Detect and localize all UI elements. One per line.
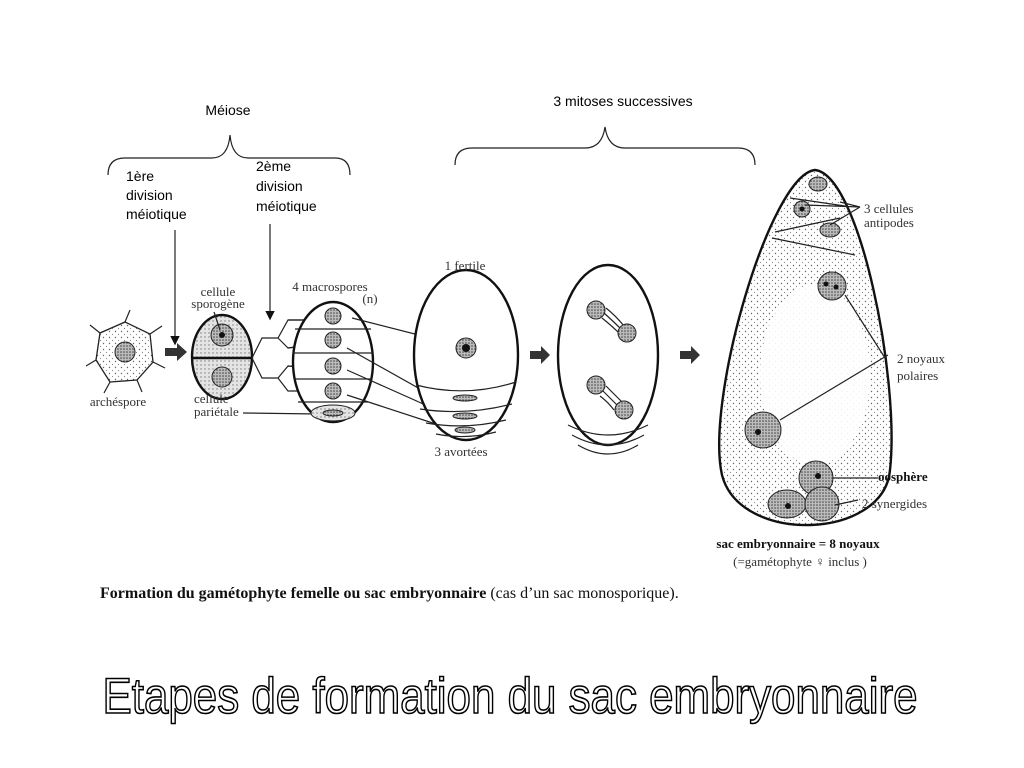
polaires-label: 2 noyaux [897,351,946,366]
embryo-sac [718,168,893,527]
mother-cell [190,313,254,401]
fertile-macrospore-cell [412,268,520,442]
cellule-parietale-label: cellule [194,391,229,406]
archespore-cell [85,309,166,394]
svg-text:sporogène: sporogène [191,296,245,311]
mitosis-cell [556,263,660,455]
gametophyte-label: (=gamétophyte ♀ inclus ) [733,554,867,569]
meiose-brace [107,134,351,176]
page-title: Etapes de formation du sac embryonnaire [103,668,918,724]
mitoses-label: 3 mitoses successives [553,93,692,109]
arrow-icon [165,343,187,361]
svg-text:méiotique: méiotique [126,206,187,222]
macrospores-cell [291,300,375,424]
svg-text:division: division [256,178,303,194]
svg-text:division: division [126,187,173,203]
fertile-label: 1 fertile [445,258,486,273]
synergides-label: 2 synergides [862,496,927,511]
figure-caption: Formation du gamétophyte femelle ou sac … [100,585,679,602]
svg-text:antipodes: antipodes [864,215,914,230]
svg-text:2ème: 2ème [256,158,291,174]
antipodes-label: 3 cellules [864,201,913,216]
meiose-label: Méiose [205,102,250,118]
svg-text:méiotique: méiotique [256,198,317,214]
svg-text:pariétale: pariétale [194,404,239,419]
haploid-label: (n) [362,291,377,306]
svg-text:1ère: 1ère [126,168,154,184]
nucleus-icon [114,341,136,363]
oosphere-label: oosphère [878,469,928,484]
second-division-label: 2ème division méiotique [256,158,317,214]
mitoses-brace [454,126,756,166]
arrow-icon [680,346,700,364]
archespore-label: archéspore [90,394,147,409]
arrow-icon [530,346,550,364]
macrospores-label: 4 macrospores [292,279,367,294]
svg-text:polaires: polaires [897,368,938,383]
cellule-sporogene-label: cellule [201,284,236,299]
sac-label: sac embryonnaire = 8 noyaux [716,536,880,551]
first-division-label: 1ère division méiotique [126,168,187,222]
avortees-label: 3 avortées [434,444,487,459]
